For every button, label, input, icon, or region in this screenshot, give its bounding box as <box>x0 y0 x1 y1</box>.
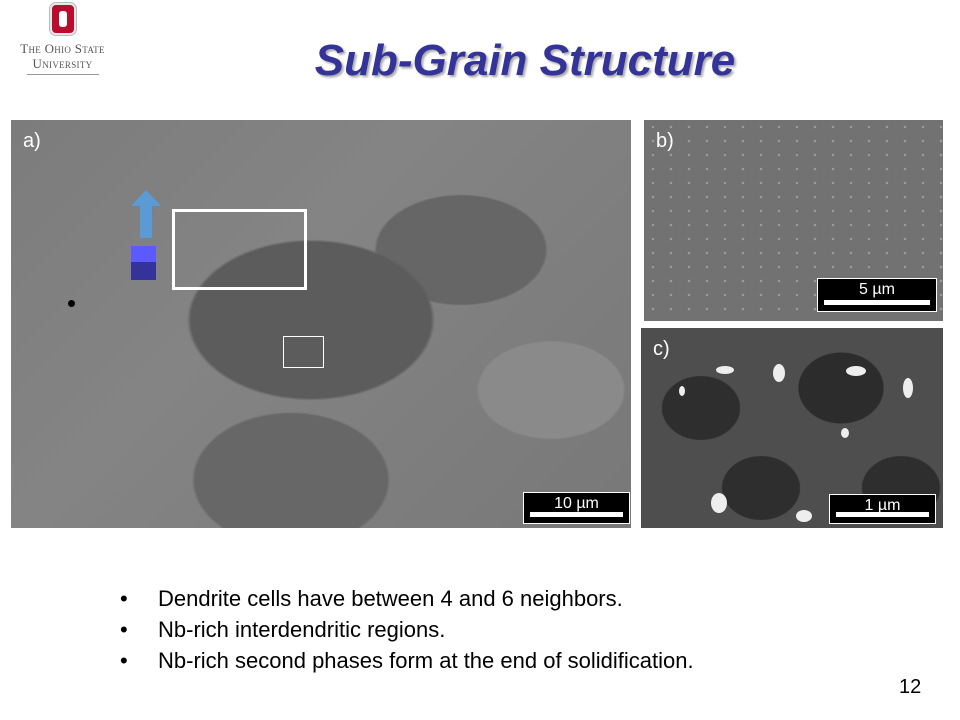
arrow-up-icon <box>131 190 161 238</box>
bullet-icon: • <box>120 648 128 673</box>
panel-label-b: b) <box>656 130 674 152</box>
bullet-text: Nb-rich interdendritic regions. <box>158 617 446 642</box>
particle-dot <box>68 300 75 307</box>
scale-bar-c: 1 µm <box>829 494 936 524</box>
scale-label-c: 1 µm <box>864 497 901 514</box>
scale-bar-b: 5 µm <box>817 278 937 312</box>
marker-dark-blue <box>131 262 156 280</box>
second-phase <box>773 364 785 382</box>
second-phase <box>679 386 685 396</box>
logo-line1: The Ohio State <box>20 41 105 56</box>
second-phase <box>796 510 812 522</box>
bullet-icon: • <box>120 586 128 611</box>
region-box-c <box>283 336 324 368</box>
micrograph-c: c) 1 µm <box>641 328 943 528</box>
marker-light-blue <box>131 246 156 262</box>
region-box-b <box>172 209 307 290</box>
bullet-item: • Dendrite cells have between 4 and 6 nei… <box>120 586 694 617</box>
micrograph-b: b) 5 µm <box>644 120 943 321</box>
scale-label-b: 5 µm <box>859 281 895 298</box>
panel-label-a: a) <box>23 130 41 152</box>
scale-label-a: 10 µm <box>554 495 599 512</box>
bullet-icon: • <box>120 617 128 642</box>
osu-logo: The Ohio State University <box>5 3 120 83</box>
second-phase <box>716 366 734 374</box>
bullet-text: Nb-rich second phases form at the end of… <box>158 648 694 673</box>
slide-title: Sub-Grain Structure <box>314 36 736 85</box>
second-phase <box>846 366 866 376</box>
page-number: 12 <box>899 676 922 698</box>
second-phase <box>903 378 913 398</box>
bullet-text: Dendrite cells have between 4 and 6 neig… <box>158 586 623 611</box>
scale-bar-a: 10 µm <box>523 492 630 524</box>
bullet-item: • Nb-rich second phases form at the end o… <box>120 648 694 679</box>
second-phase <box>841 428 849 438</box>
block-o-icon <box>49 3 76 35</box>
micrograph-a: a) 10 µm <box>11 120 631 528</box>
logo-divider <box>26 74 99 75</box>
logo-line2: University <box>32 56 93 71</box>
panel-label-c: c) <box>653 338 670 360</box>
bullet-list: • Dendrite cells have between 4 and 6 nei… <box>120 586 694 679</box>
bullet-item: • Nb-rich interdendritic regions. <box>120 617 694 648</box>
second-phase <box>711 493 727 513</box>
